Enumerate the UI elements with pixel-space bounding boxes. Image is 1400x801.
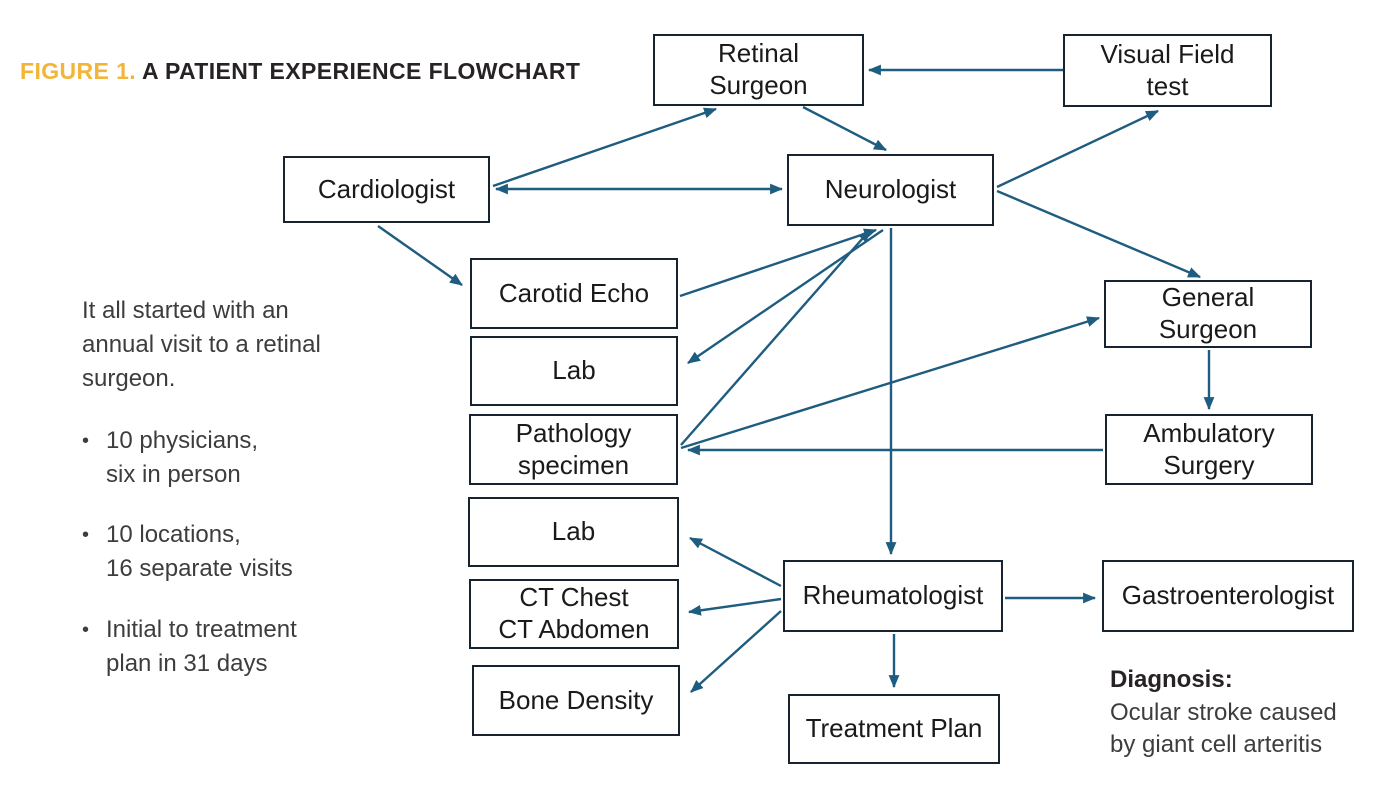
edge-cardiologist-to-carotid-echo	[377, 225, 463, 286]
edge-rheumatologist-to-bone-density	[690, 610, 782, 693]
edge-pathology-specimen-to-neurologist	[680, 229, 871, 446]
edge-carotid-echo-to-neurologist	[679, 228, 878, 298]
node-general-surgeon: General Surgeon	[1104, 280, 1312, 348]
node-lab-2: Lab	[468, 497, 679, 567]
node-lab-1: Lab	[470, 336, 678, 406]
node-gastroenterologist: Gastroenterologist	[1102, 560, 1354, 632]
node-visual-field-test: Visual Field test	[1063, 34, 1272, 107]
diagnosis-heading: Diagnosis:	[1110, 666, 1233, 693]
node-ambulatory-surgery: Ambulatory Surgery	[1105, 414, 1313, 485]
node-neurologist: Neurologist	[787, 154, 994, 226]
diagnosis-block: Diagnosis: Ocular stroke caused by giant…	[1110, 664, 1337, 762]
bullet-item: 10 physicians, six in person	[82, 424, 394, 492]
figure-title-text: A PATIENT EXPERIENCE FLOWCHART	[142, 58, 581, 84]
bullet-text-physicians: 10 physicians, six in person	[106, 427, 259, 489]
figure-title: FIGURE 1. A PATIENT EXPERIENCE FLOWCHART	[20, 58, 580, 85]
node-bone-density: Bone Density	[472, 665, 680, 736]
diagnosis-text: Ocular stroke caused by giant cell arter…	[1110, 698, 1337, 759]
edge-neurologist-to-visual-field-test	[996, 109, 1159, 189]
intro-text: It all started with an annual visit to a…	[82, 297, 321, 393]
node-cardiologist: Cardiologist	[283, 156, 490, 223]
bullet-list: 10 physicians, six in person 10 location…	[82, 424, 394, 680]
node-carotid-echo: Carotid Echo	[470, 258, 678, 329]
edge-cardiologist-to-retinal-surgeon	[492, 107, 718, 188]
bullet-text-locations: 10 locations, 16 separate visits	[106, 521, 293, 583]
narrative-panel: It all started with an annual visit to a…	[82, 294, 394, 681]
node-retinal-surgeon: Retinal Surgeon	[653, 34, 864, 106]
node-ct-chest-abdomen: CT Chest CT Abdomen	[469, 579, 679, 649]
node-rheumatologist: Rheumatologist	[783, 560, 1003, 632]
edge-neurologist-to-general-surgeon	[996, 189, 1201, 279]
edge-rheumatologist-to-ct-chest-abdomen	[687, 597, 782, 616]
bullet-item: 10 locations, 16 separate visits	[82, 518, 394, 586]
figure-number-label: FIGURE 1.	[20, 58, 137, 84]
bullet-item: Initial to treatment plan in 31 days	[82, 613, 394, 681]
node-treatment-plan: Treatment Plan	[788, 694, 1000, 764]
bullet-text-treatment: Initial to treatment plan in 31 days	[106, 615, 297, 677]
edge-retinal-surgeon-to-neurologist	[802, 105, 887, 152]
node-pathology-specimen: Pathology specimen	[469, 414, 678, 485]
edge-rheumatologist-to-lab-2	[689, 536, 782, 588]
